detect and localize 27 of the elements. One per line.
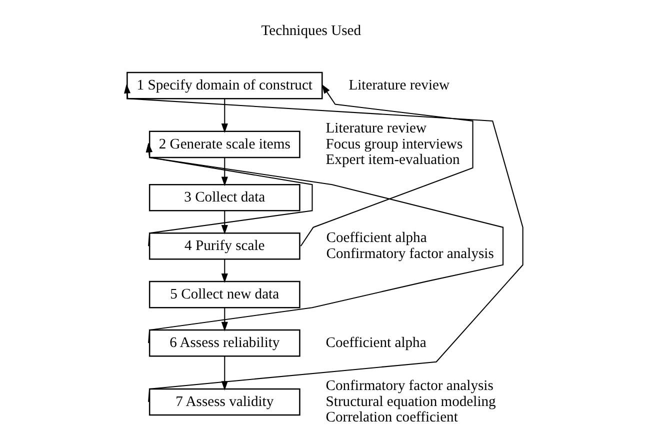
arrow [220,158,228,186]
arrow [220,210,228,234]
node-label: Confirmatory factor analysis [325,378,493,394]
arrow [220,98,228,133]
arrow [220,308,228,332]
node-label: Confirmatory factor analysis [326,246,494,262]
arrow [300,84,473,246]
node-label: Literature review [348,77,449,94]
node-box: 4 Purify scale [148,232,300,260]
arrow [145,142,312,246]
node-label: Focus group interviews [325,136,462,152]
node-box: 5 Collect new data [148,280,300,308]
node-label: Coefficient alpha [326,230,426,246]
node-label: Coefficient alpha [325,334,426,351]
arrow [145,142,504,344]
node-label: Structural equation modeling [325,394,496,410]
node-box: 1 Specify domain of construct [126,72,322,100]
node-box: 6 Assess reliability [148,329,300,357]
node-label: Literature review [325,120,426,137]
arrow [220,259,228,283]
label: Techniques Used [260,23,361,40]
node-label: Correlation coefficient [325,409,458,426]
node-box: 3 Collect data [148,184,300,212]
node-label: Expert item-evaluation [325,152,460,168]
node-box: 7 Assess validity [148,388,300,416]
node-box: 2 Generate scale items [148,130,300,158]
arrow [124,84,523,402]
